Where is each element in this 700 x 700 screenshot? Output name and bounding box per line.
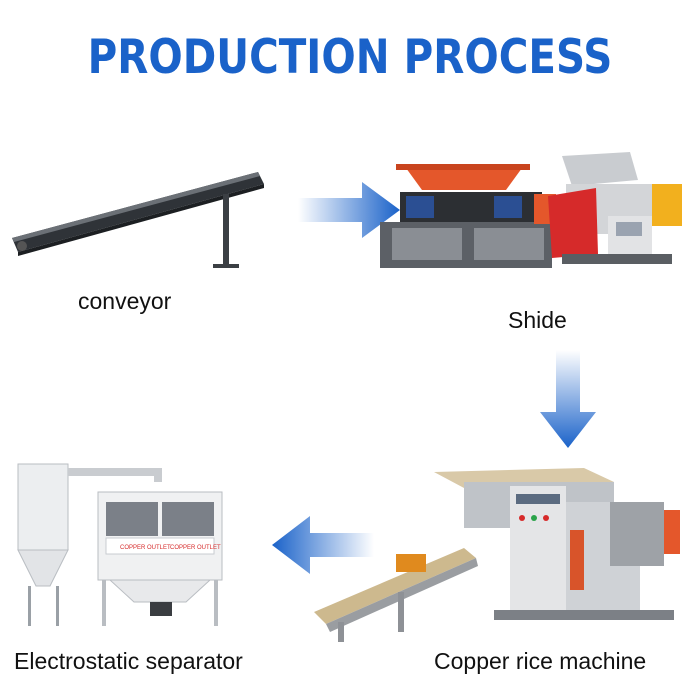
shredder-image xyxy=(380,152,682,268)
step-label-electrostatic-separator: Electrostatic separator xyxy=(14,648,243,674)
copper-rice-machine-image xyxy=(314,468,680,642)
step-label-copper-rice-machine: Copper rice machine xyxy=(434,648,647,674)
electrostatic-separator-image: COPPER OUTLET COPPER OUTLET xyxy=(17,463,223,626)
step-label-shide: Shide xyxy=(508,307,567,333)
plate-label-right: COPPER OUTLET xyxy=(170,545,221,551)
conveyor-image xyxy=(12,172,264,268)
arrow-right-icon xyxy=(298,182,400,238)
arrow-down-icon xyxy=(540,350,596,448)
arrow-left-icon xyxy=(272,516,374,574)
step-label-conveyor: conveyor xyxy=(78,288,172,314)
page-title: PRODUCTION PROCESS xyxy=(87,30,613,85)
plate-label-left: COPPER OUTLET xyxy=(120,545,171,551)
